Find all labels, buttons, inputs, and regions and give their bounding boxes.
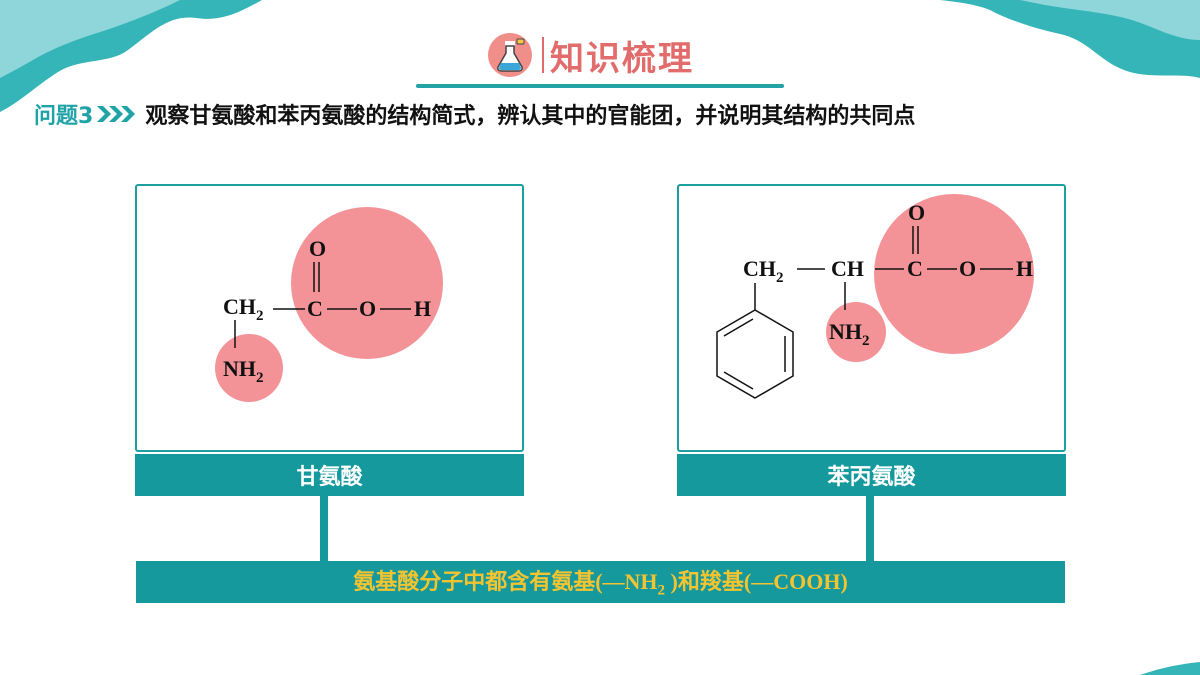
carboxyl-highlight [291,207,443,359]
nh-subscript: 2 [256,370,264,386]
conclusion-sub: 2 [657,582,666,599]
question-text: 观察甘氨酸和苯丙氨酸的结构简式，辨认其中的官能团，并说明其结构的共同点 [145,104,916,129]
ch2-text: CH [743,256,776,281]
amino-highlight [826,302,886,362]
question-row: 问题3 观察甘氨酸和苯丙氨酸的结构简式，辨认其中的官能团，并说明其结构的共同点 [34,97,915,131]
glycine-caption: 甘氨酸 [135,454,524,496]
title-underline [416,84,784,88]
carboxyl-highlight [874,194,1034,354]
conclusion-close: ) [665,569,678,595]
ch2-subscript: 2 [776,270,784,286]
nh-text: NH [223,356,256,381]
page-title: 知识梳理 [550,38,694,79]
phenylalanine-caption: 苯丙氨酸 [677,454,1066,496]
atom-c: C [307,296,323,321]
benzene-inner-2 [723,318,754,337]
group-ch2: CH2 [223,294,264,324]
atom-o: O [959,256,976,281]
top-left-wave-light [0,0,180,78]
benzene-ring [716,309,794,399]
conclusion-carboxyl: (—COOH) [743,569,848,595]
phenylalanine-panel: O C O H CH NH2 CH2 [677,184,1066,452]
ch-text: CH [223,294,256,319]
atom-o-top: O [908,200,925,225]
top-right-wave-light [1020,0,1200,40]
header: 知识梳理 [486,30,694,80]
conclusion-part4: 和羧基 [677,570,744,596]
atom-o: O [359,296,376,321]
glycine-structure: O C O H CH2 NH2 [215,207,443,402]
group-nh2: NH2 [223,356,264,386]
left-connector [320,496,328,561]
group-ch: CH [831,256,864,281]
atom-c: C [907,256,923,281]
phenylalanine-structure: O C O H CH NH2 CH2 [716,194,1034,399]
atom-o-top: O [309,236,326,261]
nh-text: NH [829,319,862,344]
group-ch2: CH2 [743,256,784,286]
right-connector [866,496,874,561]
benzene-inner-3 [723,371,754,390]
atom-h: H [414,296,431,321]
conclusion-part1: 氨基酸分子中都含有氨基 [353,570,596,596]
nh-subscript: 2 [862,333,870,349]
conclusion-amino: (—NH [595,569,658,595]
title-divider [542,37,544,73]
lab-flask-icon [488,33,532,77]
group-nh2: NH2 [829,319,870,349]
glycine-panel: O C O H CH2 NH2 [135,184,524,452]
ch-subscript: 2 [256,308,264,324]
triple-chevron-icon [97,106,136,122]
question-label: 问题3 [34,104,94,129]
bottom-right-wave [1140,662,1200,675]
conclusion-text: 氨基酸分子中都含有氨基(—NH2 )和羧基(—COOH) [353,564,848,599]
amino-highlight [215,334,283,402]
atom-h: H [1016,256,1033,281]
conclusion-bar: 氨基酸分子中都含有氨基(—NH2 )和羧基(—COOH) [136,561,1065,603]
